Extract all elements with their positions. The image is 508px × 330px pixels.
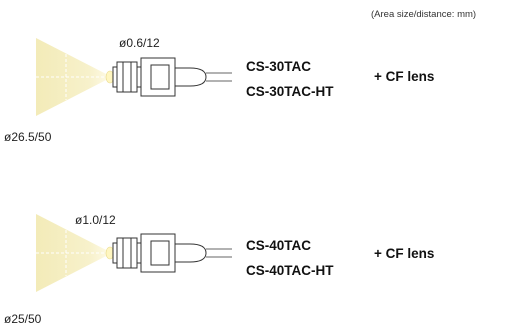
sensor-head-1 <box>112 57 207 97</box>
spot-size-label-1: ø0.6/12 <box>119 36 160 50</box>
area-size-label-2: ø25/50 <box>4 312 42 326</box>
spot-size-label-2: ø1.0/12 <box>75 213 116 227</box>
model-name-1a: CS-30TAC <box>246 59 312 74</box>
model-name-2b: CS-40TAC-HT <box>246 263 334 278</box>
units-note: (Area size/distance: mm) <box>371 9 477 20</box>
lens-label-1: + CF lens <box>374 69 435 84</box>
sensor-cable-1 <box>206 72 232 82</box>
sensor-head-2 <box>112 233 207 273</box>
area-size-label-1: ø26.5/50 <box>4 130 52 144</box>
sensor-cable-2 <box>206 248 232 258</box>
model-name-2a: CS-40TAC <box>246 238 312 253</box>
lens-label-2: + CF lens <box>374 246 435 261</box>
sensor-2 <box>36 214 232 292</box>
model-name-1b: CS-30TAC-HT <box>246 84 334 99</box>
sensor-1 <box>36 38 232 116</box>
